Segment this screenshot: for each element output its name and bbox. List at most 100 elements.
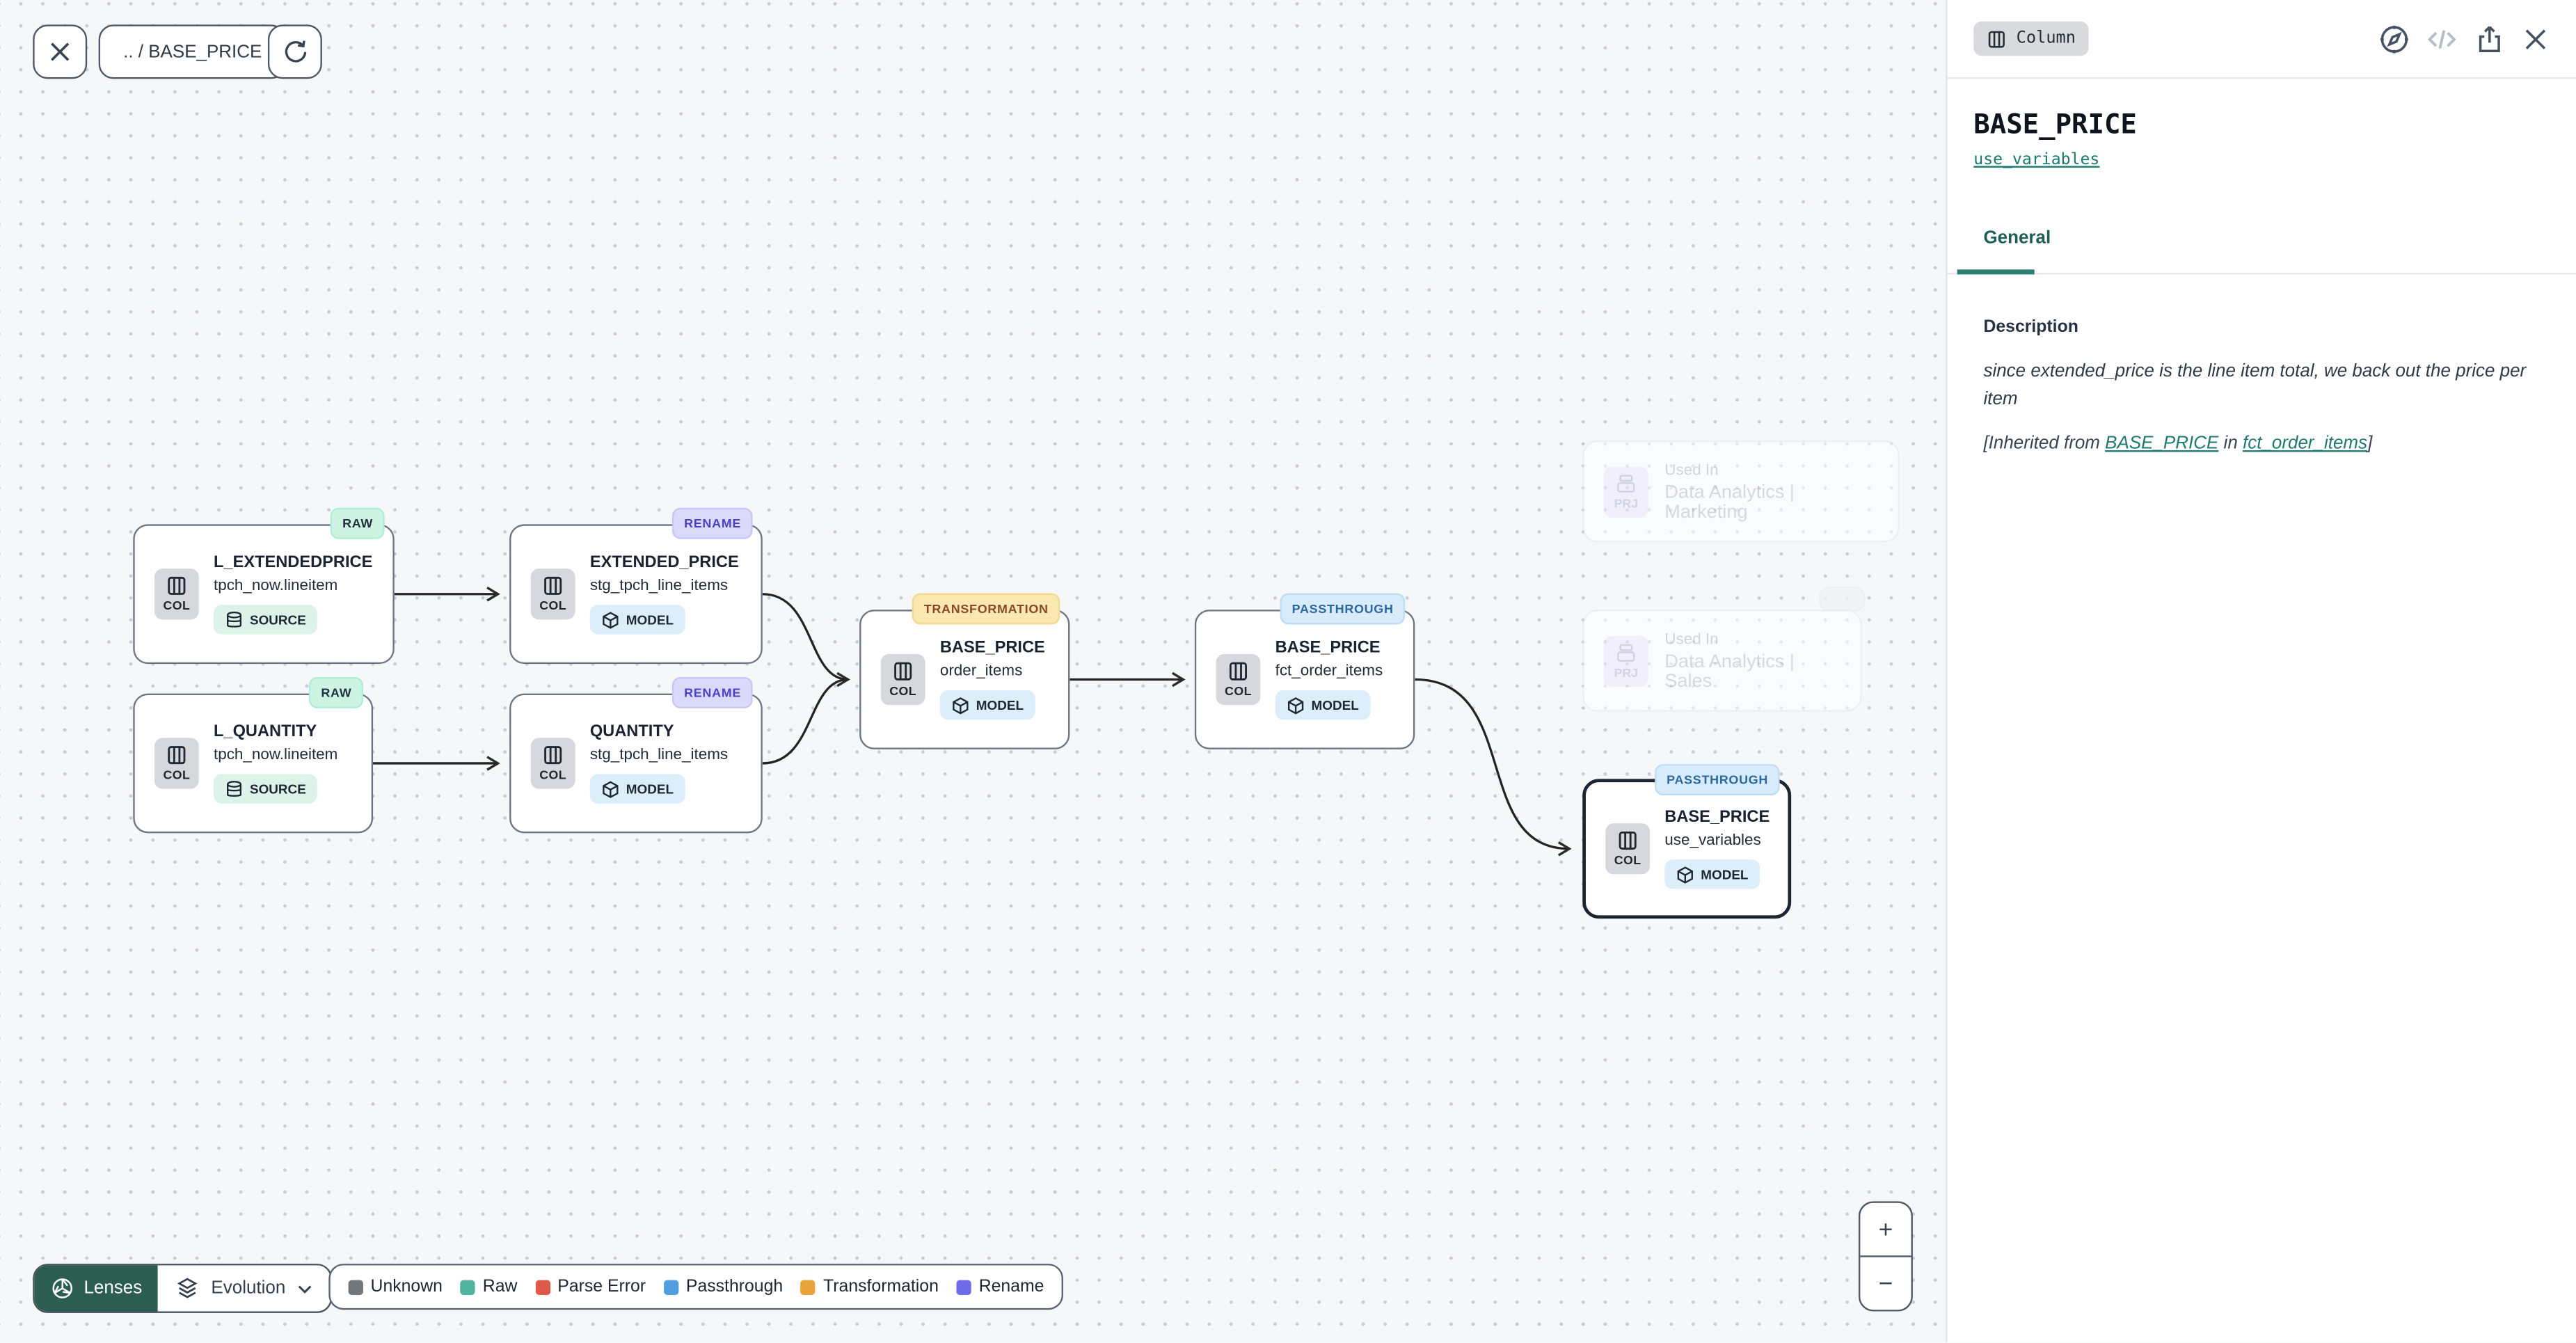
evolution-legend: Unknown Raw Parse Error Passthrough Tran… [328,1264,1064,1310]
node-subtitle: stg_tpch_line_items [589,746,729,765]
legend-item-transformation: Transformation [801,1277,939,1296]
refresh-icon [285,40,307,63]
panel-header: Column [1947,0,2576,79]
node-subtitle: use_variables [1664,831,1761,850]
lens-aperture-icon [52,1278,72,1298]
inherited-column-link[interactable]: BASE_PRICE [2105,434,2219,454]
column-type-chip: COL [530,738,575,789]
code-icon [2427,29,2456,48]
faded-badge [1819,587,1866,612]
node-subtitle: stg_tpch_line_items [589,576,729,595]
zoom-controls: + − [1858,1201,1913,1312]
node-subtitle: order_items [939,662,1023,681]
description-heading: Description [1983,317,2078,337]
panel-tabs: General [1947,228,2576,275]
column-icon [1988,30,2005,47]
cube-icon [1677,866,1693,883]
column-type-chip: COL [154,569,199,620]
breadcrumb-label: .. / BASE_PRICE [123,42,262,62]
project-node-sales[interactable]: PRJ Used In Data Analytics | Sales [1582,610,1862,712]
model-chip: MODEL [589,774,685,804]
close-lineage-button[interactable] [33,24,88,79]
project-type-chip: PRJ [1603,466,1648,517]
active-tab-indicator [1957,269,2035,275]
legend-item-parse-error: Parse Error [535,1277,646,1296]
lineage-node-l-extendedprice[interactable]: RAW COL L_EXTENDEDPRICE tpch_now.lineite… [133,507,395,665]
column-type-chip: COL [530,569,575,620]
share-icon [2479,25,2500,51]
column-icon [1229,662,1247,681]
chevron-down-icon [298,1285,311,1293]
lineage-node-base-price-order-items[interactable]: TRANSFORMATION COL BASE_PRICE order_item… [859,593,1070,749]
node-subtitle: tpch_now.lineitem [214,576,338,595]
lineage-canvas[interactable]: .. / BASE_PRICE PRJ Used In Data Analyti… [0,0,1946,1343]
node-subtitle: tpch_now.lineitem [214,746,338,765]
node-title: QUANTITY [589,723,674,742]
source-chip: SOURCE [214,774,318,804]
node-subtitle: fct_order_items [1275,662,1383,681]
refresh-button[interactable] [267,24,322,79]
evolution-badge-passthrough: PASSTHROUGH [1280,593,1406,625]
column-icon [894,662,912,681]
column-icon [168,746,186,765]
source-chip: SOURCE [214,605,318,635]
lenses-control: Lenses Evolution [33,1264,332,1313]
cube-icon [1287,696,1304,714]
column-type-chip: COL [154,738,199,789]
legend-swatch [801,1279,816,1294]
node-title: BASE_PRICE [1664,808,1770,827]
column-type-chip: COL [1605,823,1651,875]
lenses-button[interactable]: Lenses [34,1265,159,1312]
database-icon [227,610,242,627]
close-icon [51,42,70,61]
model-chip: MODEL [1275,690,1371,720]
column-icon [168,576,186,595]
model-chip: MODEL [589,605,685,635]
project-name: Data Analytics | Marketing [1664,482,1795,522]
project-node-marketing[interactable]: PRJ Used In Data Analytics | Marketing [1582,440,1900,543]
zoom-in-button[interactable]: + [1860,1203,1911,1257]
cube-icon [953,696,969,714]
legend-swatch [956,1279,972,1294]
share-button[interactable] [2473,22,2506,55]
lineage-node-base-price-use-variables[interactable]: PASSTHROUGH COL BASE_PRICE use_variables… [1582,764,1792,919]
cube-icon [603,611,619,628]
evolution-badge-raw: RAW [309,676,363,708]
lineage-node-extended-price[interactable]: RENAME COL EXTENDED_PRICE stg_tpch_line_… [509,507,763,665]
project-icon [1617,643,1635,661]
close-panel-button[interactable] [2521,24,2551,54]
node-title: L_QUANTITY [214,723,317,742]
project-name: Data Analytics | Sales [1664,651,1795,692]
view-code-button[interactable] [2426,22,2458,55]
compass-icon [2380,24,2408,53]
lineage-node-l-quantity[interactable]: RAW COL L_QUANTITY tpch_now.lineitem SOU… [133,676,374,834]
node-title: L_EXTENDEDPRICE [214,553,373,572]
legend-swatch [460,1279,476,1294]
evolution-badge-raw: RAW [331,507,385,539]
legend-item-rename: Rename [956,1277,1044,1296]
column-type-chip: COL [880,653,925,706]
breadcrumb[interactable]: .. / BASE_PRICE [98,24,287,79]
evolution-badge-rename: RENAME [672,507,753,539]
lens-selector-dropdown[interactable]: Evolution [158,1265,331,1312]
inherited-model-link[interactable]: fct_order_items [2243,434,2368,454]
node-title: BASE_PRICE [1275,639,1381,658]
close-icon [2525,29,2546,49]
column-type-chip: COL [1216,653,1261,706]
panel-title: BASE_PRICE [1973,108,2137,140]
entity-type-badge: Column [1973,21,2089,56]
used-in-label: Used In [1664,630,1719,649]
legend-swatch [348,1279,363,1294]
tab-general[interactable]: General [1983,228,2051,248]
legend-item-raw: Raw [460,1277,517,1296]
model-link[interactable]: use_variables [1973,151,2100,170]
project-icon [1617,474,1635,492]
zoom-out-button[interactable]: − [1878,1269,1893,1298]
lineage-node-base-price-fct-order-items[interactable]: PASSTHROUGH COL BASE_PRICE fct_order_ite… [1194,593,1415,749]
lineage-node-quantity[interactable]: RENAME COL QUANTITY stg_tpch_line_items … [509,676,763,834]
node-title: EXTENDED_PRICE [589,553,739,572]
legend-item-passthrough: Passthrough [664,1277,783,1296]
cube-icon [603,780,619,797]
explore-compass-button[interactable] [2378,22,2410,55]
